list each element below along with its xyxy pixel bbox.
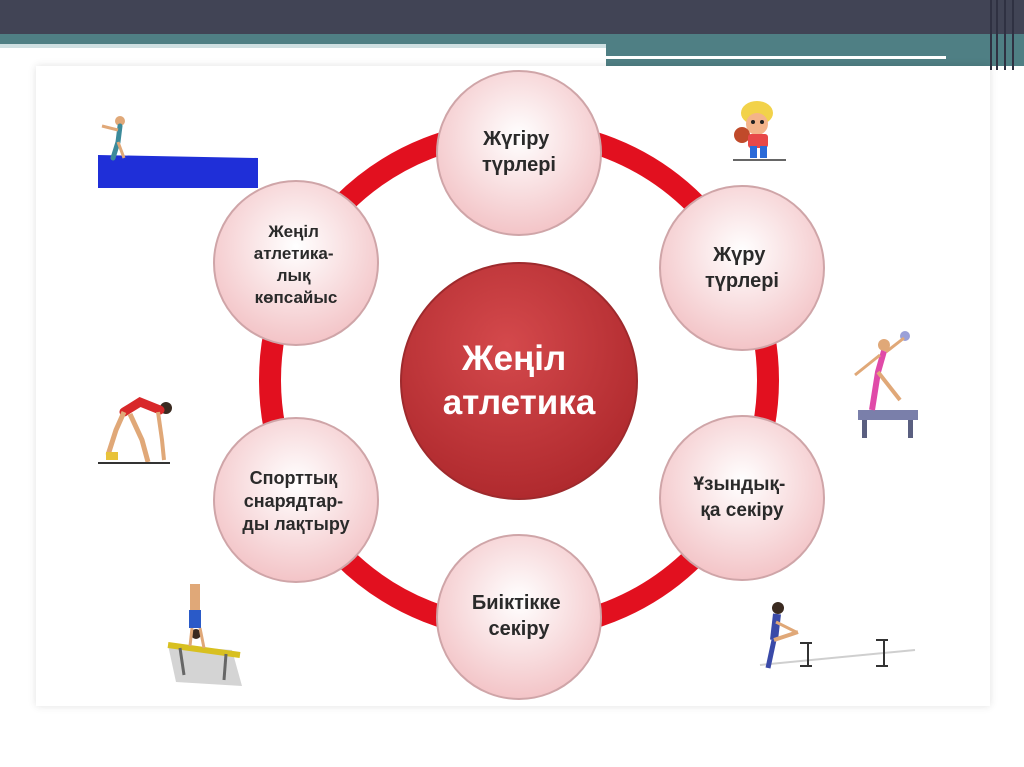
hurdler-icon <box>759 602 916 669</box>
svg-text:Биіктікке секіру: Биіктікке секіру <box>472 592 566 640</box>
node-label-line: Жүгіру <box>482 128 550 150</box>
node-combined: Жеңіл атлетика- лық көпсайыс <box>213 180 379 346</box>
node-label-line: Жеңіл <box>267 222 319 241</box>
svg-text:Жеңіл атлетика- лы: Жеңіл атлетика- лық көпсайыс <box>254 222 339 307</box>
node-label-line: түрлері <box>482 154 556 176</box>
node-label-line: Спорттық <box>250 468 339 488</box>
node-label-line: Жүру <box>712 244 766 266</box>
node-label-line: Биіктікке <box>472 592 561 614</box>
svg-text:Ұзындық- қа секіру: Ұзындық- қа секіру <box>693 474 790 521</box>
center-label-line: Жеңіл <box>461 339 566 378</box>
diver-icon <box>98 116 258 188</box>
center-label-line: атлетика <box>443 383 596 422</box>
center-node: Жеңіл атлетика <box>400 262 638 500</box>
node-throwing: Спорттық снарядтар- ды лақтыру <box>213 417 379 583</box>
ball-kid-icon <box>733 101 786 161</box>
node-high-jump: Биіктікке секіру <box>436 534 602 700</box>
svg-text:Жеңіл атлетика: Жеңіл атлетика <box>443 339 596 422</box>
node-label-line: лық <box>277 266 311 285</box>
node-label-line: Ұзындық- <box>693 474 785 495</box>
header-accent-stripe <box>0 34 1024 44</box>
gymnast-beam-icon <box>854 331 918 438</box>
header-vertical-line <box>996 0 998 70</box>
node-label-line: көпсайыс <box>255 288 338 307</box>
node-walking: Жүру түрлері <box>659 185 825 351</box>
node-running: Жүгіру түрлері <box>436 70 602 236</box>
header-bar <box>0 0 1024 34</box>
header-vertical-line <box>990 0 992 70</box>
sprinter-icon <box>98 396 172 464</box>
node-label-line: ды лақтыру <box>242 514 349 534</box>
header-vertical-line <box>1004 0 1006 70</box>
handstand-gymnast-icon <box>167 584 242 686</box>
header-vertical-line <box>1012 0 1014 70</box>
svg-text:Жүру түрлері: Жүру түрлері <box>705 244 779 292</box>
node-label-line: снарядтар- <box>244 491 343 511</box>
header-right-line <box>606 56 946 59</box>
node-label-line: түрлері <box>705 270 779 292</box>
node-long-jump: Ұзындық- қа секіру <box>659 415 825 581</box>
node-label-line: атлетика- <box>254 244 334 263</box>
node-label-line: қа секіру <box>700 500 784 521</box>
header-right-block <box>606 44 1024 66</box>
svg-text:Жүгіру түрлері: Жүгіру түрлері <box>482 128 556 176</box>
node-label-line: секіру <box>489 618 551 640</box>
svg-text:Спорттық снарядтар-: Спорттық снарядтар- ды лақтыру <box>242 468 349 534</box>
header-light-stripe <box>0 44 1024 48</box>
